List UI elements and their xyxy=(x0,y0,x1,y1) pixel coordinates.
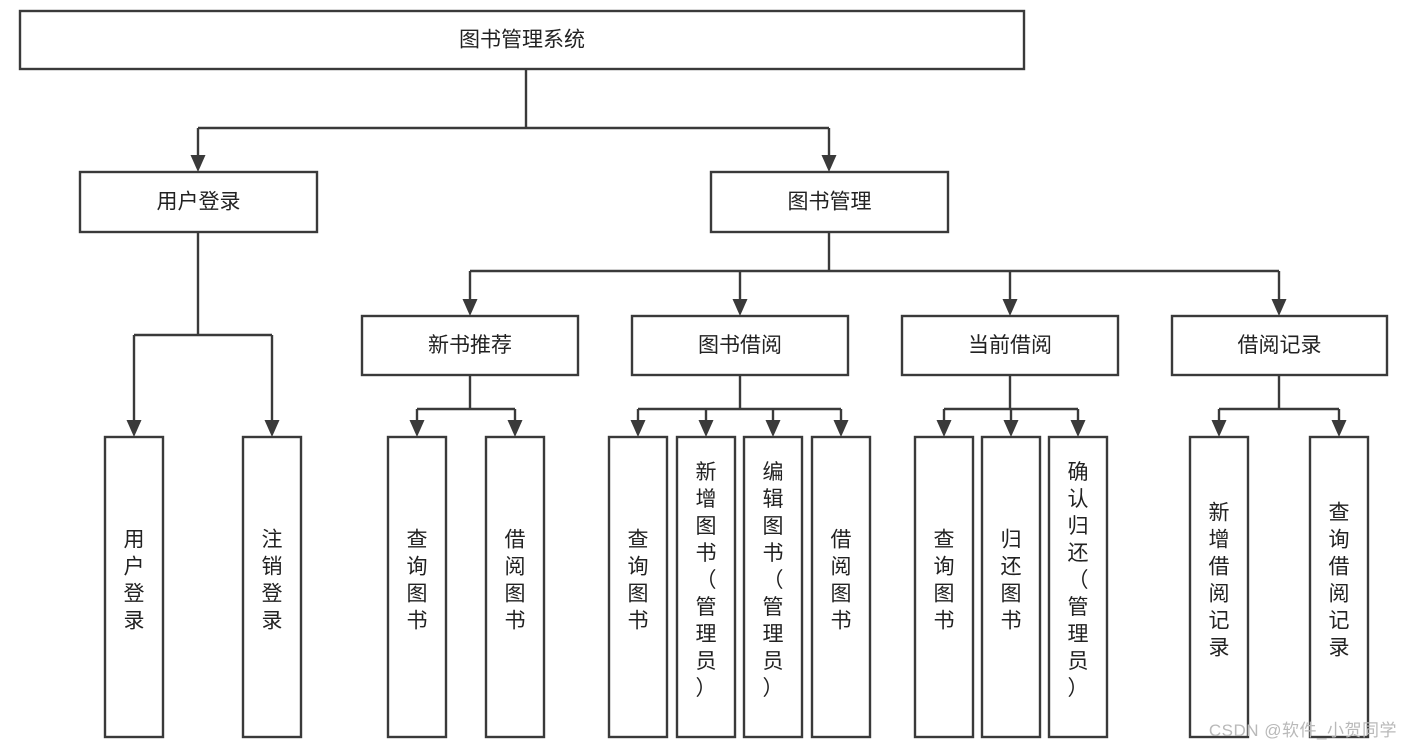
connector-arrow-icon xyxy=(1070,420,1086,437)
connector-conn-borrow-record-bus xyxy=(1211,375,1347,437)
node-root[interactable]: 图书管理系统 xyxy=(18,9,1026,71)
node-label-book-borrow: 图书借阅 xyxy=(698,334,782,357)
node-leaf-user-login[interactable]: 用户登录 xyxy=(103,435,165,739)
node-label-leaf-user-login: 用户登录 xyxy=(124,529,145,633)
node-label-leaf-edit-book-admin: 编辑图书（管理员） xyxy=(763,461,784,700)
node-leaf-query-borrow-record[interactable]: 查询借阅记录 xyxy=(1308,435,1370,739)
connector-arrow-icon xyxy=(190,155,206,172)
connector-conn-user-login-bus xyxy=(126,232,280,437)
node-label-leaf-user-logout: 注销登录 xyxy=(262,529,283,633)
node-box-leaf-return-book xyxy=(980,435,1042,739)
node-leaf-query-book-borrow[interactable]: 查询图书 xyxy=(607,435,669,739)
connector-arrow-icon xyxy=(1002,299,1018,316)
node-box-leaf-add-borrow-record xyxy=(1188,435,1250,739)
connector-arrow-icon xyxy=(462,299,478,316)
node-box-leaf-edit-book-admin xyxy=(742,435,804,739)
node-leaf-borrow-book-rec[interactable]: 借阅图书 xyxy=(484,435,546,739)
node-leaf-user-logout[interactable]: 注销登录 xyxy=(241,435,303,739)
connector-arrow-icon xyxy=(732,299,748,316)
node-box-leaf-borrow-book-rec xyxy=(484,435,546,739)
connector-conn-root-bus xyxy=(190,69,837,172)
connector-arrow-icon xyxy=(630,420,646,437)
connector-arrow-icon xyxy=(698,420,714,437)
node-leaf-add-borrow-record[interactable]: 新增借阅记录 xyxy=(1188,435,1250,739)
node-box-leaf-query-book-rec xyxy=(386,435,448,739)
node-label-leaf-add-book-admin: 新增图书（管理员） xyxy=(696,461,717,700)
connector-arrow-icon xyxy=(833,420,849,437)
node-box-book-borrow xyxy=(630,314,850,377)
node-label-current-borrow: 当前借阅 xyxy=(968,334,1052,357)
nodes-layer: 图书管理系统用户登录图书管理新书推荐图书借阅当前借阅借阅记录用户登录注销登录查询… xyxy=(18,9,1389,739)
connectors-layer xyxy=(126,69,1347,437)
node-label-user-login: 用户登录 xyxy=(157,191,241,214)
node-book-borrow[interactable]: 图书借阅 xyxy=(630,314,850,377)
connector-arrow-icon xyxy=(409,420,425,437)
node-label-leaf-return-book: 归还图书 xyxy=(1001,529,1022,633)
node-label-leaf-query-borrow-record: 查询借阅记录 xyxy=(1329,502,1350,660)
node-label-borrow-record: 借阅记录 xyxy=(1238,334,1322,357)
connector-arrow-icon xyxy=(1331,420,1347,437)
connector-arrow-icon xyxy=(936,420,952,437)
node-user-login[interactable]: 用户登录 xyxy=(78,170,319,234)
connector-arrow-icon xyxy=(1211,420,1227,437)
node-box-leaf-query-book-borrow xyxy=(607,435,669,739)
connector-arrow-icon xyxy=(821,155,837,172)
node-label-book-manage: 图书管理 xyxy=(788,191,872,214)
node-label-leaf-query-book-current: 查询图书 xyxy=(934,529,955,633)
connector-conn-new-book-bus xyxy=(409,375,523,437)
node-box-new-book-recommend xyxy=(360,314,580,377)
node-label-leaf-borrow-book: 借阅图书 xyxy=(831,529,852,633)
node-box-leaf-confirm-return-admin xyxy=(1047,435,1109,739)
connector-arrow-icon xyxy=(126,420,142,437)
node-leaf-add-book-admin[interactable]: 新增图书（管理员） xyxy=(675,435,737,739)
node-current-borrow[interactable]: 当前借阅 xyxy=(900,314,1120,377)
connector-arrow-icon xyxy=(264,420,280,437)
connector-conn-book-borrow-bus xyxy=(630,375,849,437)
connector-arrow-icon xyxy=(1271,299,1287,316)
node-box-leaf-user-logout xyxy=(241,435,303,739)
node-new-book-recommend[interactable]: 新书推荐 xyxy=(360,314,580,377)
node-book-manage[interactable]: 图书管理 xyxy=(709,170,950,234)
node-box-current-borrow xyxy=(900,314,1120,377)
node-label-new-book-recommend: 新书推荐 xyxy=(428,334,512,357)
node-box-user-login xyxy=(78,170,319,234)
node-box-leaf-user-login xyxy=(103,435,165,739)
node-label-leaf-query-book-rec: 查询图书 xyxy=(407,529,428,633)
node-leaf-query-book-current[interactable]: 查询图书 xyxy=(913,435,975,739)
node-box-root xyxy=(18,9,1026,71)
node-leaf-confirm-return-admin[interactable]: 确认归还（管理员） xyxy=(1047,435,1109,739)
connector-conn-book-manage-bus xyxy=(462,232,1287,316)
node-label-leaf-query-book-borrow: 查询图书 xyxy=(628,529,649,633)
node-box-leaf-query-book-current xyxy=(913,435,975,739)
node-box-leaf-borrow-book xyxy=(810,435,872,739)
node-label-leaf-add-borrow-record: 新增借阅记录 xyxy=(1209,502,1230,660)
node-label-root: 图书管理系统 xyxy=(459,29,585,52)
node-label-leaf-confirm-return-admin: 确认归还（管理员） xyxy=(1068,461,1089,700)
connector-arrow-icon xyxy=(765,420,781,437)
node-box-leaf-query-borrow-record xyxy=(1308,435,1370,739)
node-leaf-query-book-rec[interactable]: 查询图书 xyxy=(386,435,448,739)
node-box-leaf-add-book-admin xyxy=(675,435,737,739)
node-box-book-manage xyxy=(709,170,950,234)
node-leaf-return-book[interactable]: 归还图书 xyxy=(980,435,1042,739)
connector-arrow-icon xyxy=(507,420,523,437)
watermark-text: CSDN @软件_小贺同学 xyxy=(1208,721,1397,740)
connector-arrow-icon xyxy=(1003,420,1019,437)
node-label-leaf-borrow-book-rec: 借阅图书 xyxy=(505,529,526,633)
node-leaf-edit-book-admin[interactable]: 编辑图书（管理员） xyxy=(742,435,804,739)
node-box-borrow-record xyxy=(1170,314,1389,377)
node-borrow-record[interactable]: 借阅记录 xyxy=(1170,314,1389,377)
node-leaf-borrow-book[interactable]: 借阅图书 xyxy=(810,435,872,739)
connector-conn-current-borrow-bus xyxy=(936,375,1086,437)
